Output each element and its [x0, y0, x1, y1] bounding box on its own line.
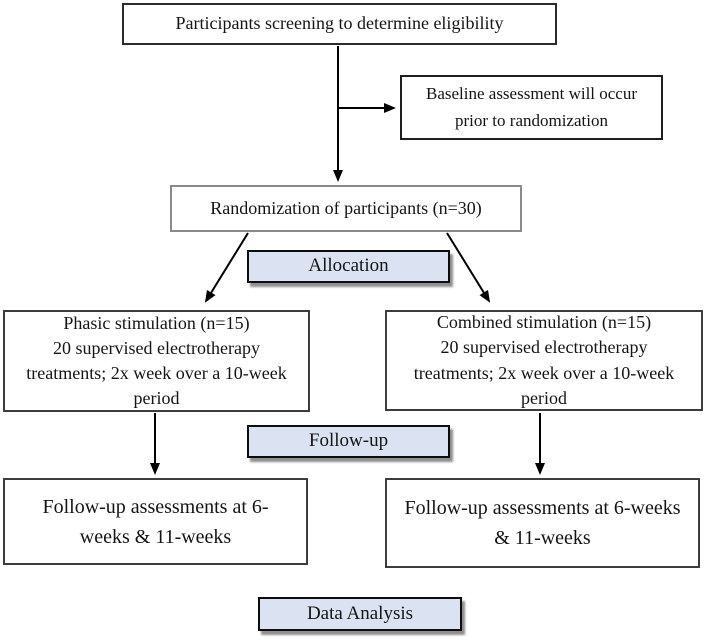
data-analysis-stage-label: Data Analysis: [258, 597, 462, 631]
followup-stage-label: Follow-up: [247, 425, 450, 458]
allocation-stage-label: Allocation: [247, 250, 450, 283]
followup-assessments-left-box: Follow-up assessments at 6- weeks & 11-w…: [3, 478, 308, 565]
randomization-box: Randomization of participants (n=30): [170, 185, 522, 232]
baseline-assessment-box: Baseline assessment will occur prior to …: [400, 75, 663, 140]
followup-assessments-right-box: Follow-up assessments at 6-weeks & 11-we…: [385, 478, 700, 568]
phasic-stimulation-box: Phasic stimulation (n=15) 20 supervised …: [3, 310, 310, 412]
screening-box: Participants screening to determine elig…: [122, 3, 557, 45]
arrow-randomization-to-combined: [446, 232, 491, 303]
combined-stimulation-box: Combined stimulation (n=15) 20 supervise…: [385, 310, 703, 411]
arrow-randomization-to-phasic: [204, 232, 249, 303]
